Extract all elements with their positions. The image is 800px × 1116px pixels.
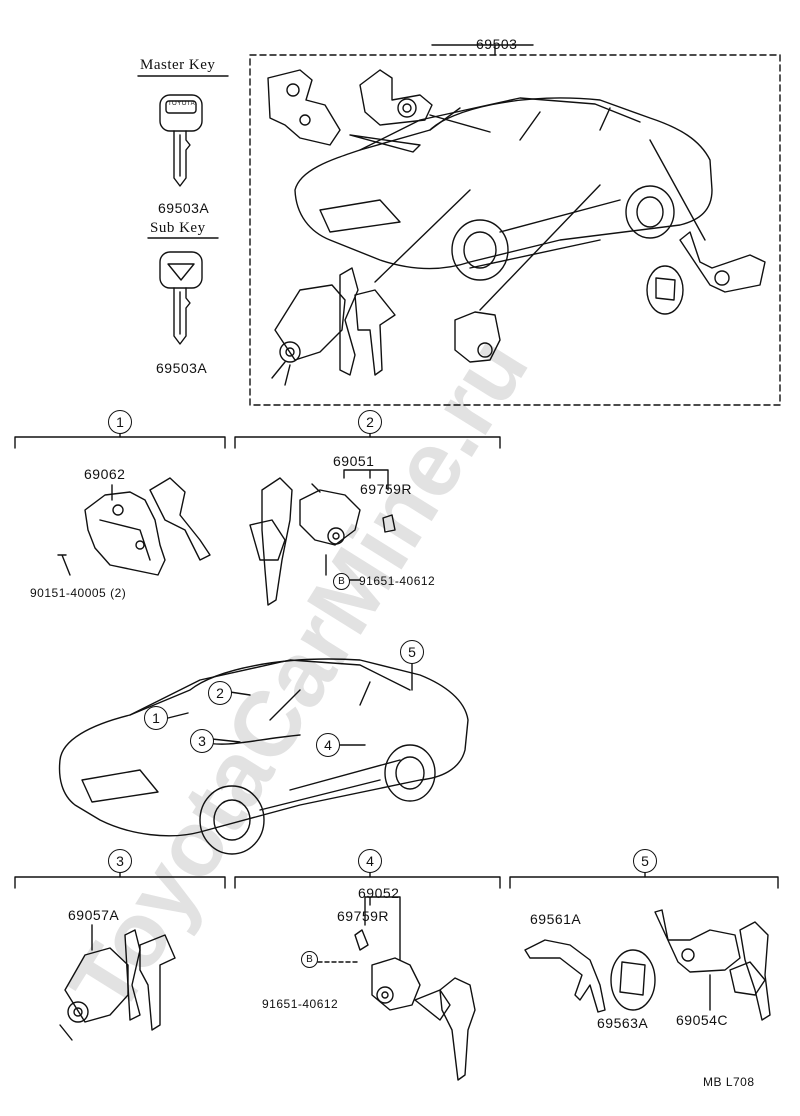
sub-key-part: 69503A: [156, 360, 208, 376]
kit-door-lock-drawing: [359, 69, 433, 126]
master-key-part: 69503A: [158, 200, 210, 216]
section-brackets-top: [14, 431, 501, 449]
section-4-drawing: [317, 896, 476, 1081]
section-3-drawing: [59, 924, 176, 1041]
car-callout-4: 4: [316, 733, 340, 757]
master-key-stamp: TOYOTA: [168, 101, 196, 107]
kit-car-drawing: [294, 97, 713, 311]
section-2-part-clip: 91651-40612: [359, 574, 436, 588]
car-callout-3: 3: [190, 729, 214, 753]
kit-trunk-lock-drawing: [454, 311, 501, 363]
section-5-part-rod: 69561A: [530, 911, 582, 927]
section-5-part-pad: 69563A: [597, 1015, 649, 1031]
section-1-badge: 1: [108, 410, 132, 434]
section-2-drawing: [249, 469, 396, 606]
section-2-ref-b: B: [333, 573, 350, 590]
sub-key-drawing: [147, 237, 219, 345]
location-car-drawing: [58, 658, 469, 855]
kit-ignition-drawing: [271, 267, 396, 386]
section-brackets-bottom: [14, 871, 779, 889]
car-callout-1: 1: [144, 706, 168, 730]
section-2-part-cylinder: 69051: [333, 453, 375, 469]
section-3-part-ignition: 69057A: [68, 907, 120, 923]
diagram-code: MB L708: [703, 1075, 755, 1089]
section-2-part-spring: 69759R: [360, 481, 413, 497]
section-4-part-cylinder: 69052: [358, 885, 400, 901]
master-key-drawing: [137, 75, 229, 187]
section-3-badge: 3: [108, 849, 132, 873]
section-1-drawing: [57, 477, 211, 576]
section-5-drawing: [524, 909, 771, 1021]
section-4-ref-b: B: [301, 951, 318, 968]
section-4-badge: 4: [358, 849, 382, 873]
kit-hood-lock-drawing: [267, 69, 341, 146]
section-5-badge: 5: [633, 849, 657, 873]
kit-part-number: 69503: [476, 36, 518, 52]
kit-dashed-box: [249, 44, 781, 406]
section-1-part-screw: 90151-40005 (2): [30, 586, 127, 600]
section-2-badge: 2: [358, 410, 382, 434]
section-1-part-lock: 69062: [84, 466, 126, 482]
car-callout-5: 5: [400, 640, 424, 664]
section-4-part-clip: 91651-40612: [262, 997, 339, 1011]
master-key-title: Master Key: [140, 57, 216, 73]
sub-key-title: Sub Key: [150, 220, 206, 236]
section-5-part-cylinder: 69054C: [676, 1012, 729, 1028]
section-4-part-spring: 69759R: [337, 908, 390, 924]
car-callout-2: 2: [208, 681, 232, 705]
kit-rear-lock-drawing: [646, 231, 766, 315]
